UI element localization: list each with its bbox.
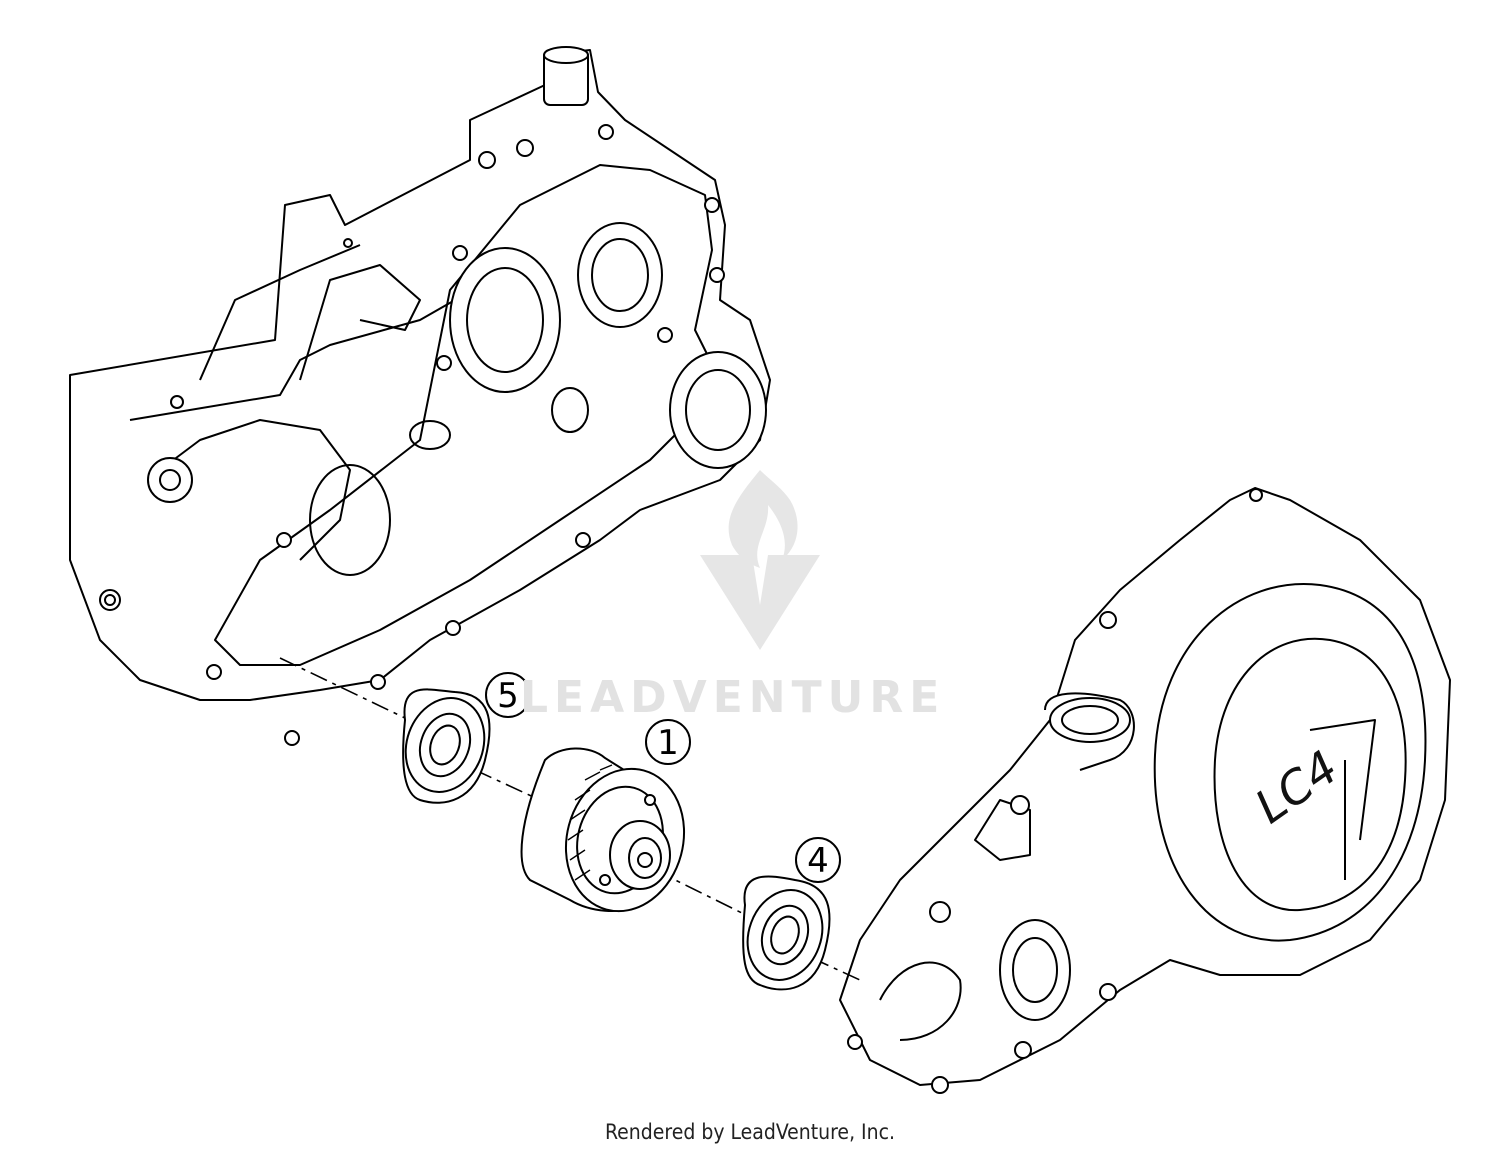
callout-5[interactable]: 5 bbox=[485, 672, 531, 718]
clutch-cover: LC4 bbox=[839, 487, 1451, 1094]
render-credit-footer: Rendered by LeadVenture, Inc. bbox=[605, 1120, 895, 1144]
crankcase-half bbox=[69, 46, 771, 746]
callout-4[interactable]: 4 bbox=[795, 837, 841, 883]
callout-1[interactable]: 1 bbox=[645, 719, 691, 765]
callout-5-number: 5 bbox=[497, 676, 519, 716]
watermark-brand-text: LEADVENTURE bbox=[520, 672, 946, 723]
callout-4-number: 4 bbox=[807, 841, 829, 881]
leadventure-flame-v-logo bbox=[700, 470, 820, 650]
bearing-part-4 bbox=[742, 875, 831, 991]
bearing-part-5 bbox=[402, 688, 491, 804]
starter-idler-gear-part-1 bbox=[520, 747, 686, 913]
callout-1-number: 1 bbox=[657, 723, 679, 763]
